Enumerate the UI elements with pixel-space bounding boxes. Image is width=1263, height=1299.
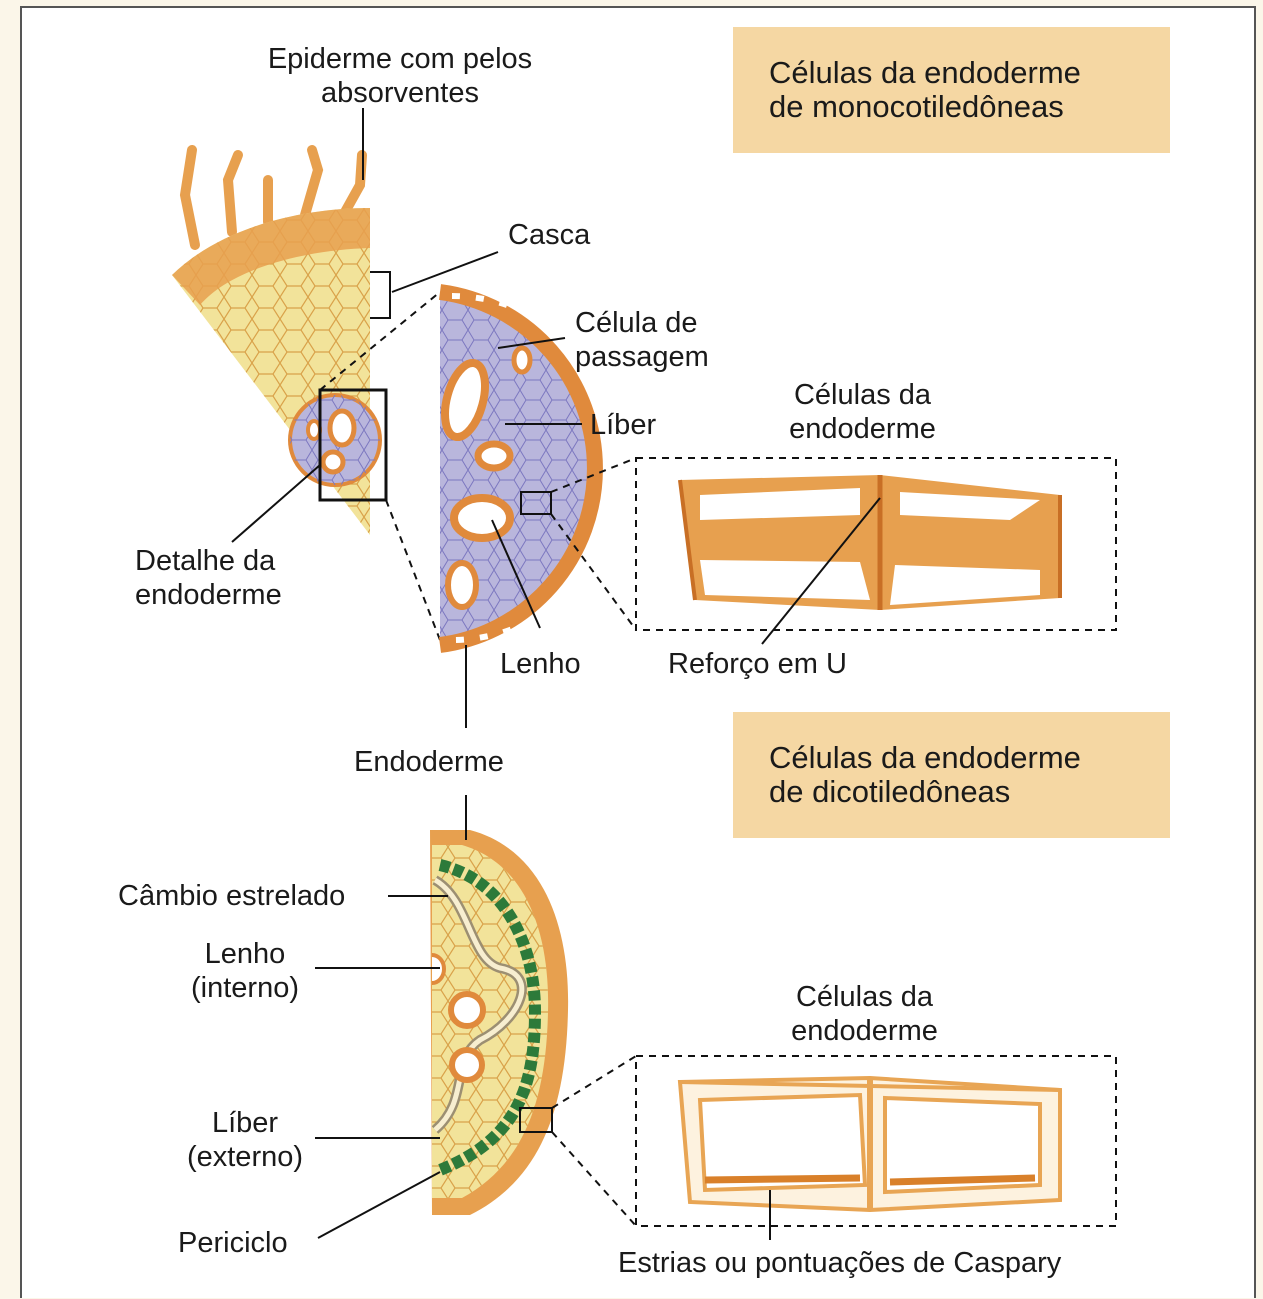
label-celulas-endoderme-mono: Células da endoderme bbox=[740, 378, 985, 446]
dico-banner: Células da endoderme de dicotiledôneas bbox=[733, 712, 1170, 838]
mono-banner-line2: de monocotiledôneas bbox=[769, 90, 1170, 124]
label-endoderme: Endoderme bbox=[354, 745, 504, 779]
label-periciclo: Periciclo bbox=[178, 1226, 288, 1260]
label-lenho-interno: Lenho (interno) bbox=[170, 937, 320, 1005]
label-liber-externo: Líber (externo) bbox=[170, 1106, 320, 1174]
mono-endoderm-cells bbox=[680, 475, 1060, 610]
label-cambio-estrelado: Câmbio estrelado bbox=[118, 879, 345, 913]
label-detalhe-endoderme: Detalhe da endoderme bbox=[135, 544, 282, 612]
dico-banner-line1: Células da endoderme bbox=[769, 741, 1170, 775]
dico-banner-line2: de dicotiledôneas bbox=[769, 775, 1170, 809]
mono-root-wedge bbox=[172, 150, 390, 535]
label-epiderme: Epiderme com pelos absorventes bbox=[230, 42, 570, 110]
label-celulas-endoderme-dico: Células da endoderme bbox=[742, 980, 987, 1048]
label-casca: Casca bbox=[508, 218, 590, 252]
dico-root-section bbox=[430, 830, 568, 1215]
mono-banner-line1: Células da endoderme bbox=[769, 56, 1170, 90]
mono-banner: Células da endoderme de monocotiledôneas bbox=[733, 27, 1170, 153]
label-lenho-mono: Lenho bbox=[500, 647, 581, 681]
dico-endoderm-cells bbox=[680, 1078, 1060, 1210]
label-reforco-u: Reforço em U bbox=[668, 647, 847, 681]
label-estrias-caspary: Estrias ou pontuações de Caspary bbox=[618, 1246, 1061, 1280]
label-celula-passagem: Célula de passagem bbox=[575, 306, 709, 374]
label-liber-mono: Líber bbox=[590, 408, 656, 442]
